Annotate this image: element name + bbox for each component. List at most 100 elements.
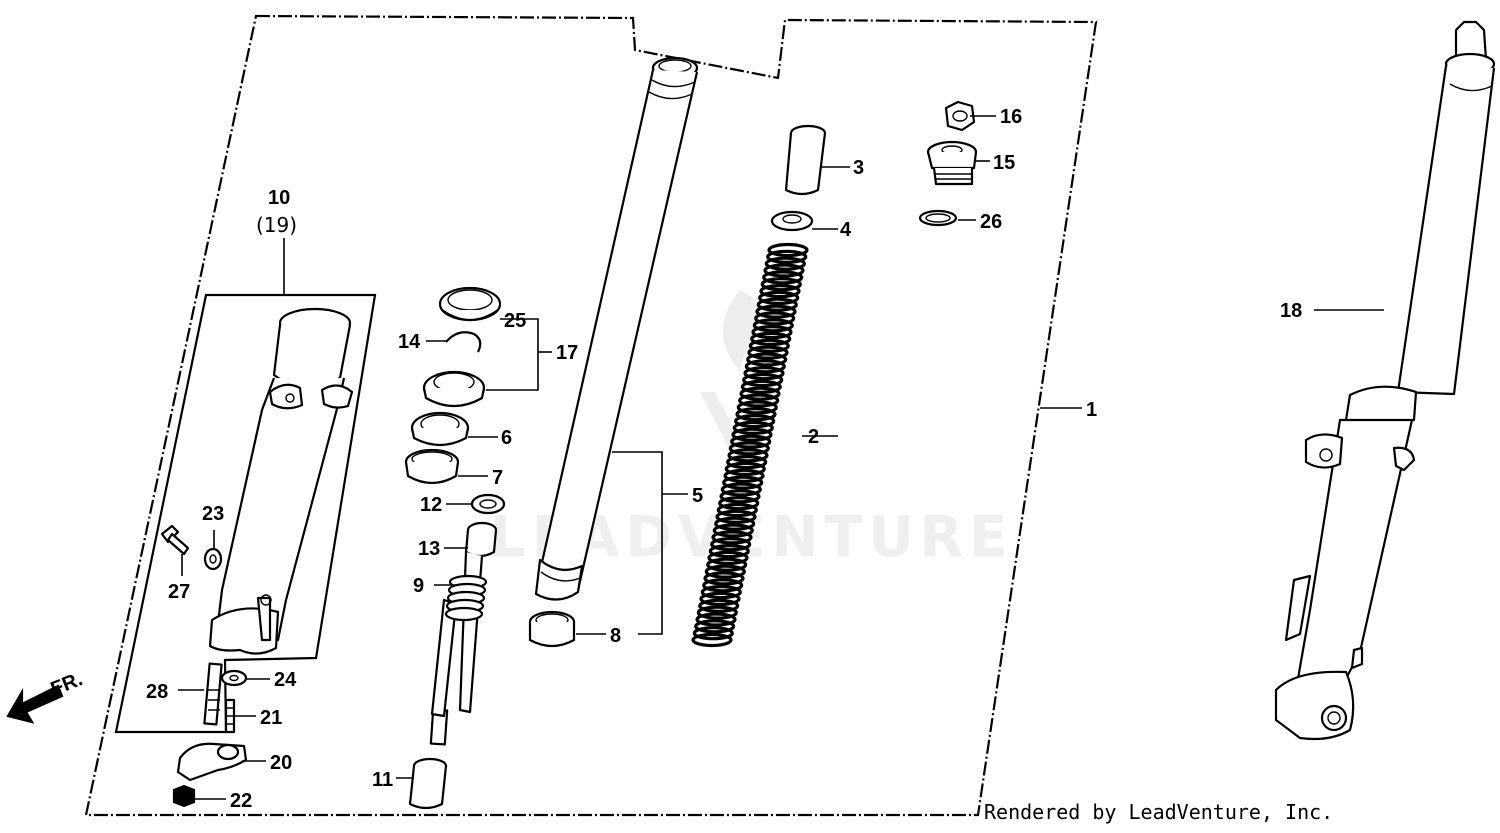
callout-5: 5 [692,485,703,507]
spring-coil [728,441,770,456]
spring-coil [716,502,758,518]
callout-18: 18 [1280,300,1302,322]
piston-ring-part [470,493,506,515]
render-credit: Rendered by LeadVenture, Inc. [984,800,1334,824]
spring-coil [750,331,792,346]
callout-11: 11 [372,769,393,791]
spring-coil [747,345,789,360]
spring-coil [723,468,765,483]
callout-4: 4 [840,219,852,241]
bottom-case-frame [114,293,377,734]
spring-coil [726,455,768,470]
spring-coil [743,366,785,381]
callout-6: 6 [501,427,512,449]
spring-coil [764,256,806,271]
spring-coil [746,352,788,367]
lock-nut-part [944,100,976,132]
spring-coil [692,626,734,641]
callout-21: 21 [260,707,282,729]
stud-bolt-part [203,662,223,726]
spring-coil [732,420,774,435]
spring-coil [762,270,804,285]
spring-coil [694,619,736,634]
callout-12: 12 [420,494,442,516]
fork-bolt-part [926,140,978,186]
spring-coil [711,530,753,545]
spring-coil [735,407,777,422]
spring-coil [755,304,797,319]
spring-coil [740,379,782,394]
spring-coil [739,386,781,401]
spring-coil [734,414,776,429]
spring-coil [718,496,760,511]
spring-coil [724,461,766,476]
spring-coil [754,311,796,326]
spring-coil [708,543,750,559]
callout-9: 9 [413,575,424,597]
callout-8: 8 [610,625,621,647]
front-fork-assembly-part [1274,20,1496,741]
axle-holder-nut [172,784,196,808]
bleeder-screw-part [160,524,190,556]
spring-coil [738,393,780,408]
spring-coil [695,612,737,627]
fork-assembly-frame [84,14,1098,817]
spring-coil [767,242,809,258]
spring-coil [707,550,749,566]
spring-coil [722,475,764,490]
spring-coil [700,584,742,600]
slider-bushing-part [528,610,576,648]
o-ring-part [918,209,958,227]
spring-coil [698,598,740,613]
spring-coil [751,325,793,340]
callout-15: 15 [993,152,1015,174]
dust-seal-part [438,286,502,322]
spring-coil [731,427,773,442]
rebound-spring-part [444,574,488,622]
spring-coil [742,372,784,388]
spring-coil [691,632,733,648]
callout-labels: 1 2 3 4 5 6 7 8 9 10 (19) 11 12 13 14 15… [146,106,1302,812]
fork-tube-part [534,56,699,601]
spring-coil [712,523,754,538]
callout-25: 25 [504,310,526,332]
oil-seal-part [422,370,486,408]
callout-19: (19) [256,213,297,237]
spring-coil [702,578,744,593]
stopper-ring-part [445,331,482,353]
callout-23: 23 [202,503,224,525]
callout-16: 16 [1000,106,1022,128]
callout-3: 3 [853,157,864,179]
callout-17: 17 [556,342,578,364]
leader-lines [178,115,1384,800]
callout-24: 24 [274,669,297,691]
fork-piston-part [429,521,498,746]
spring-coil [759,284,801,299]
backup-ring-part [410,411,470,447]
spring-coil [714,516,756,531]
axle-holder-part [176,742,248,782]
front-label: FR. [48,668,86,700]
spring-coil [730,434,772,449]
spring-coil [706,557,748,572]
guide-bushing-part [404,448,460,485]
washer-part [203,547,223,571]
callout-20: 20 [270,752,292,774]
spring-coil [727,448,769,463]
callout-14: 14 [398,331,421,353]
spring-coil [752,318,794,333]
spring-seat-part [770,210,814,232]
spring-coil [704,564,746,579]
spring-coil [710,537,752,552]
spacer-part [784,124,827,196]
fork-spring-part [691,242,809,648]
spring-coil [719,489,761,504]
callout-27: 27 [168,581,190,603]
callout-10: 10 [268,187,290,209]
front-direction-arrow-icon [6,684,64,724]
callout-7: 7 [492,467,503,489]
spring-coil [760,277,802,292]
spring-coil [744,359,786,374]
callout-2: 2 [808,426,819,448]
